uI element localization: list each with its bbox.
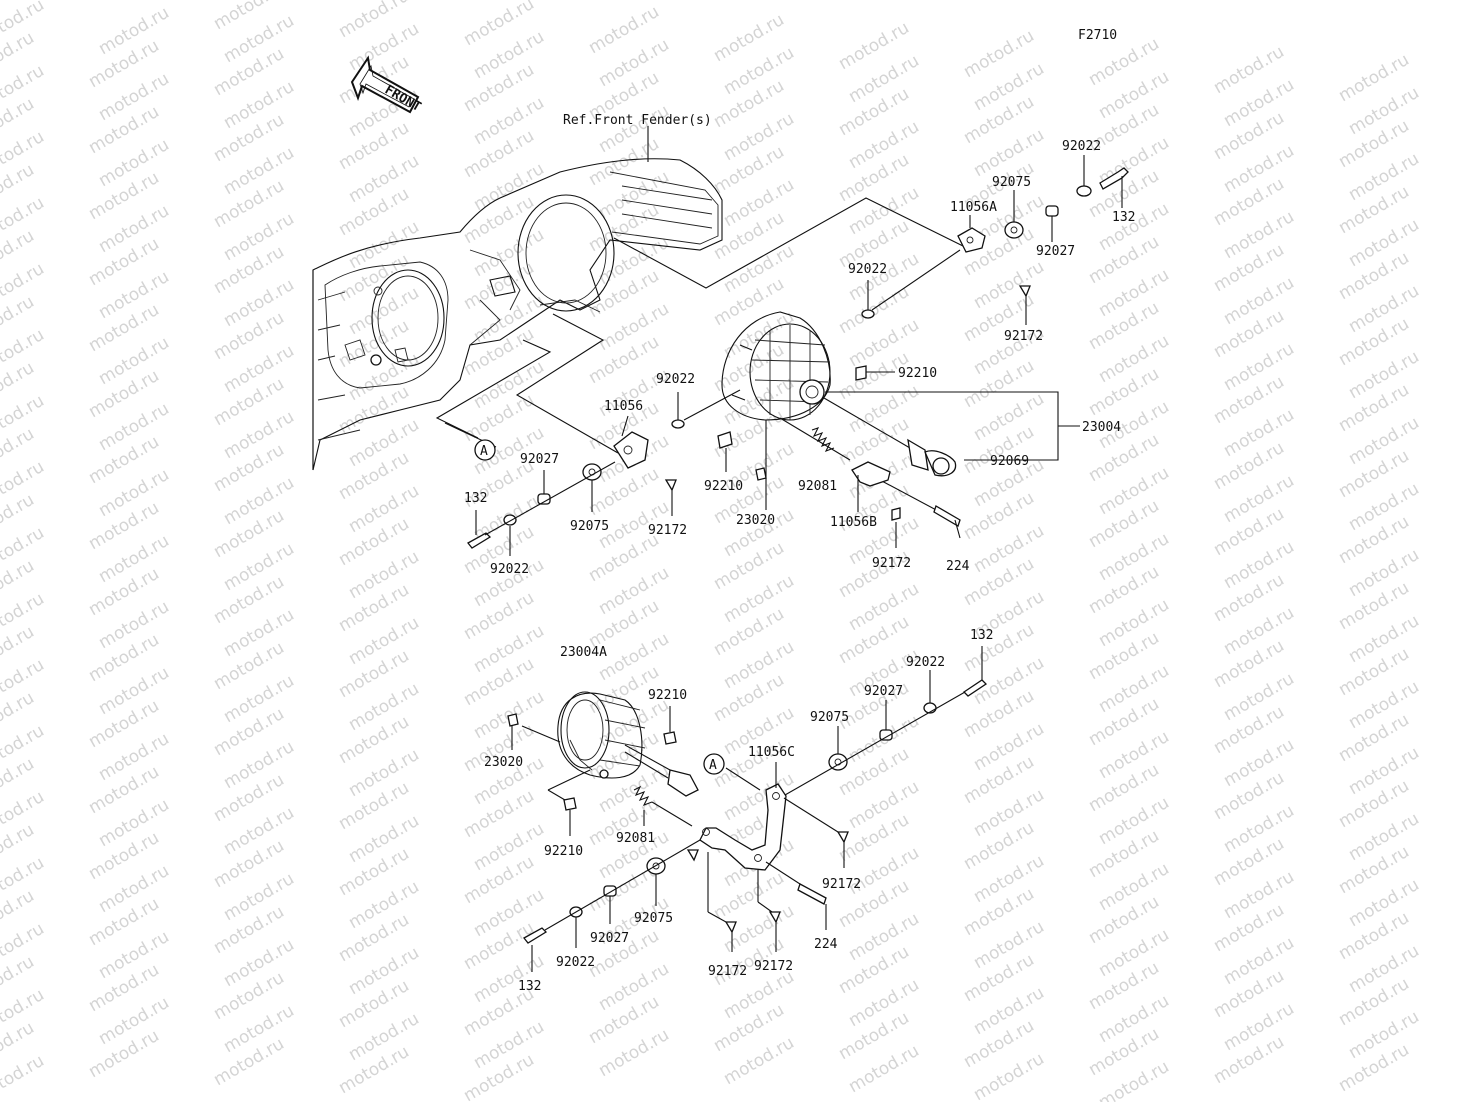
- label-11056C: 11056C: [748, 745, 795, 760]
- bracket-11056B: [851, 461, 901, 548]
- label-92022-mid: 92022: [848, 262, 887, 277]
- callout-a-lower: A: [703, 753, 725, 775]
- lower-right-hardware: [765, 646, 988, 930]
- bracket-11056C: [699, 762, 787, 871]
- headlight-assembly: [721, 311, 831, 421]
- clip-92210-center: [717, 431, 733, 449]
- bracket-outline-mid: [515, 313, 619, 454]
- clip-92210-lower-top: [663, 731, 677, 745]
- label-92075-top-right: 92075: [992, 175, 1031, 190]
- lower-left-hardware: [523, 839, 781, 972]
- label-92027-top-right: 92027: [1036, 244, 1075, 259]
- front-arrow-icon: FRONT: [350, 55, 424, 115]
- label-23004: 23004: [1082, 420, 1121, 435]
- bulb-92069: [823, 397, 957, 477]
- label-92172-left: 92172: [648, 523, 687, 538]
- label-11056B: 11056B: [830, 515, 877, 530]
- label-92027-lower-left: 92027: [590, 931, 629, 946]
- label-92210-lower-bottom: 92210: [544, 844, 583, 859]
- label-92075-lower-right: 92075: [810, 710, 849, 725]
- label-92027-left: 92027: [520, 452, 559, 467]
- label-92022-left: 92022: [490, 562, 529, 577]
- label-11056A: 11056A: [950, 200, 997, 215]
- callout-a-upper: A: [444, 422, 497, 461]
- label-23020-center: 23020: [736, 513, 775, 528]
- label-92075-left: 92075: [570, 519, 609, 534]
- lower-headlight-23004A: [557, 691, 699, 797]
- screw-23020-lower: [507, 713, 519, 727]
- right-mount-hardware: [861, 155, 1129, 325]
- label-23004A: 23004A: [560, 645, 607, 660]
- screw-23020-center: [755, 467, 767, 481]
- bolt-224-center: [879, 479, 961, 539]
- label-92022-top-right: 92022: [1062, 139, 1101, 154]
- label-92081-lower: 92081: [616, 831, 655, 846]
- clip-92210-right: [855, 365, 867, 381]
- label-132-left: 132: [464, 491, 487, 506]
- clip-92210-lower-bottom: [563, 797, 577, 811]
- label-92027-lower-right: 92027: [864, 684, 903, 699]
- label-224-lower: 224: [814, 937, 838, 952]
- label-92022-lower-left: 92022: [556, 955, 595, 970]
- label-92069: 92069: [990, 454, 1029, 469]
- label-92022-lower-right: 92022: [906, 655, 945, 670]
- label-92172-lower-b: 92172: [754, 959, 793, 974]
- label-92210-center: 92210: [704, 479, 743, 494]
- label-92172-lower-right: 92172: [822, 877, 861, 892]
- svg-text:A: A: [709, 758, 717, 773]
- bracket-outline-left: [435, 339, 552, 439]
- label-92210-right: 92210: [898, 366, 937, 381]
- left-mount-hardware: [467, 389, 741, 556]
- label-132-lower-right: 132: [970, 628, 993, 643]
- label-92075-lower-left: 92075: [634, 911, 673, 926]
- front-fender-housing: [312, 158, 723, 471]
- headlight-group-bracket: [825, 391, 1059, 461]
- figure-code: F2710: [1078, 28, 1117, 43]
- label-92172-center: 92172: [872, 556, 911, 571]
- spring-92081: [779, 417, 851, 461]
- label-132-lower-left: 132: [518, 979, 541, 994]
- spring-92081-lower: [633, 785, 693, 827]
- label-92022-center: 92022: [656, 372, 695, 387]
- label-92081-center: 92081: [798, 479, 837, 494]
- label-92210-lower-top: 92210: [648, 688, 687, 703]
- label-92172-lower-a: 92172: [708, 964, 747, 979]
- svg-text:A: A: [480, 444, 488, 459]
- ref-fender-label: Ref.Front Fender(s): [563, 113, 712, 128]
- label-23020-lower: 23020: [484, 755, 523, 770]
- label-224-center: 224: [946, 559, 970, 574]
- label-132-top-right: 132: [1112, 210, 1135, 225]
- label-11056: 11056: [604, 399, 643, 414]
- label-92172-top-right: 92172: [1004, 329, 1043, 344]
- bracket-outline-right: [613, 197, 966, 289]
